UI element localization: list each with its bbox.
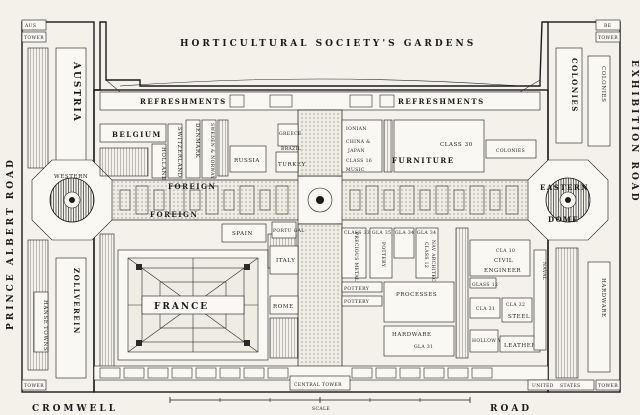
class12b-label: GLASS 12 [472,282,498,288]
pottery-v-label: POTTERY [380,242,386,268]
spain-label: SPAIN [232,231,253,237]
tower-ne-label: BE [604,23,611,29]
eastern-dome-label-bottom: DOME [548,215,579,224]
portugal-label: PORTU GAL [273,228,305,234]
class31-label: CLA 31 [476,306,495,312]
towns-label: TOWNS [42,326,48,351]
colonies-a-label: COLONIES [570,58,579,113]
western-dome-label: WESTERN [54,174,88,180]
naval-east-label: NAVAL [541,262,547,280]
furniture-label: FURNITURE [392,156,455,165]
hardware-label: HARDWARE [392,332,432,338]
class30-label: CLASS 30 [440,142,473,148]
states-label: STATES [560,383,581,389]
precious-label: PRECIOUS METALS [353,232,359,285]
colonies-b-label: COLONIES [600,66,606,102]
central-crossing [297,175,343,225]
central-tower-label: CENTRAL TOWER [294,382,342,388]
class31b-label: GLA 31 [414,344,433,350]
class32-label: CLA 32 [506,302,525,308]
tower-nw-label: AUS [24,23,36,29]
class12-label: CLASS 12 [423,242,429,268]
leather-label: LEATHER [504,343,536,349]
foreign-bottom-label: FOREIGN [150,210,198,219]
class16-label: CLASS 16 [346,158,372,164]
switzerland-label: SWITZERLAND [176,127,182,178]
gla35-label: GLA 35 [372,230,391,236]
china-label: CHINA & [346,139,371,145]
sweden-label: SWEDEN & NORWAY [209,123,215,180]
russia-label: RUSSIA [234,158,260,164]
pottery-b-label: POTTERY [344,299,370,305]
tower-nw2-label: TOWER [24,35,44,41]
engineer-label: ENGINEER [484,268,521,274]
pottery-a-label: POTTERY [344,286,370,292]
greece-label: GREECE [279,131,302,137]
class10-label: CLA 10 [496,248,515,254]
austria-label: AUSTRIA [71,61,81,123]
civil-label: CIVIL [494,258,513,264]
processes-label: PROCESSES [396,292,437,298]
zollverein-label: ZOLLVEREIN [72,268,81,335]
hanse-label: HANSE [42,300,48,324]
belgium-label: BELGIUM [112,130,162,139]
music-label: MUSIC [346,167,365,173]
scale-label: SCALE [312,406,330,412]
south-road-right: ROAD [490,404,532,414]
east-road-label: EXHIBITION ROAD [629,60,639,204]
gla34b-label: GLA 34 [417,230,436,236]
france-label: FRANCE [154,302,209,312]
colonies-c-label: COLONIES [496,148,525,154]
italy-label: ITALY [276,258,295,264]
brazil-label: BRAZIL [281,146,301,152]
turkey-label: TURKEY [278,162,306,168]
rome-label: ROME [273,304,294,310]
tower-se-label: TOWER [598,383,618,389]
tower-ne2-label: TOWER [598,35,618,41]
western-dome: WESTERN [31,159,113,241]
tower-sw-label: TOWER [24,383,44,389]
west-road-label: PRINCE ALBERT ROAD [6,157,16,330]
steel-label: STEEL [508,314,530,320]
naval-label: NAV ARCHITECTURE [430,240,436,297]
japan-label: JAPAN [347,148,365,154]
eastern-dome: EASTERN DOME [527,159,609,241]
eastern-dome-label-top: EASTERN [540,183,589,192]
gla34-label: GLA 34 [395,230,414,236]
hollow-label: HOLLOW WARE [472,338,514,344]
united-label: UNITED [532,383,554,389]
scale-bar: SCALE [169,397,471,412]
north-road-label: HORTICULTURAL SOCIETY'S GARDENS [180,39,476,49]
refreshments-right-label: REFRESHMENTS [398,97,485,106]
refreshments-left-label: REFRESHMENTS [140,97,227,106]
denmark-label: DENMARK [194,123,200,159]
class33-label: CLASS 33 [344,230,370,236]
holland-label: HOLLAND [160,147,166,181]
ionian-label: IONIAN [346,126,367,132]
foreign-top-label: FOREIGN [168,182,216,191]
south-road-left: CROMWELL [32,404,118,414]
hardware-east-label: HARDWARE [600,278,606,318]
france-court: FRANCE [117,249,269,361]
main-hall [93,89,549,393]
